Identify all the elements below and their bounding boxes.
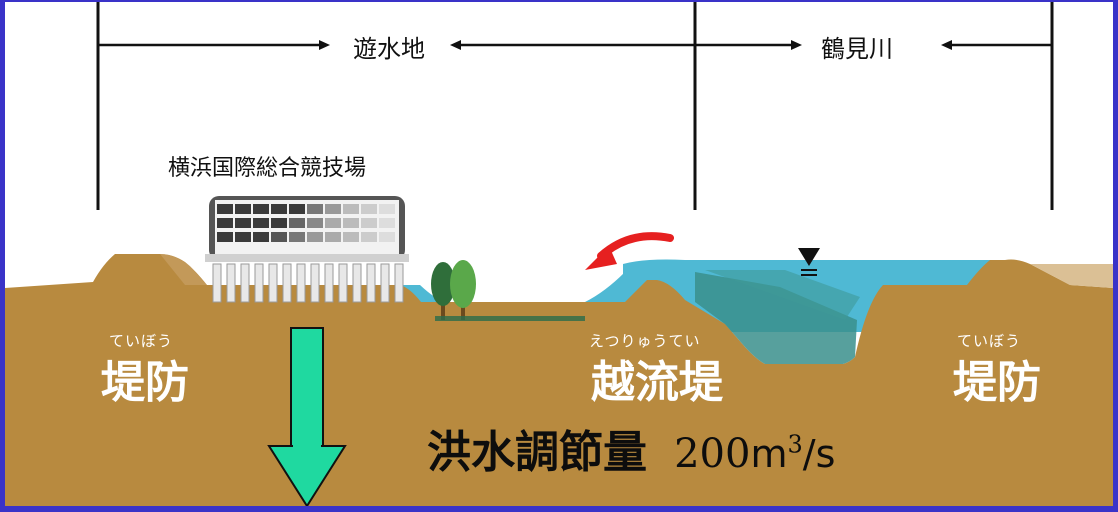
trees-icon bbox=[431, 260, 585, 321]
stadium-building-icon bbox=[205, 196, 409, 303]
diagram-canvas: 遊水地 鶴見川 横浜国際総合競技場 ていぼう 堤防 えつりゅうてい 越流堤 てい… bbox=[5, 2, 1113, 506]
right-embankment-label: 堤防 bbox=[953, 357, 1041, 408]
span-arrowhead-basin-left bbox=[319, 40, 330, 50]
retention-basin-label: 遊水地 bbox=[349, 29, 429, 64]
flood-control-amount: 洪水調節量 200m3/s bbox=[427, 416, 835, 480]
weir-label: 越流堤 bbox=[591, 357, 723, 408]
river-channel-dark-2 bbox=[705, 270, 860, 320]
right-embankment-ruby: ていぼう bbox=[957, 332, 1022, 350]
river-channel-dark bbox=[695, 272, 857, 364]
left-embankment-ruby: ていぼう bbox=[109, 332, 174, 350]
span-arrowhead-basin-right bbox=[450, 40, 461, 50]
left-embankment-label: 堤防 bbox=[101, 357, 189, 408]
flood-control-label: 洪水調節量 bbox=[427, 427, 647, 478]
weir-ruby: えつりゅうてい bbox=[589, 332, 701, 350]
ground-shade-right bbox=[1030, 264, 1113, 288]
span-arrowhead-river-right bbox=[941, 40, 952, 50]
ground-shade-left bbox=[160, 254, 207, 285]
cross-section-drawing bbox=[5, 2, 1113, 506]
span-arrowhead-river-left bbox=[791, 40, 802, 50]
river-label: 鶴見川 bbox=[817, 29, 897, 64]
infiltration-arrow-icon bbox=[267, 327, 347, 506]
stadium-label: 横浜国際総合競技場 bbox=[168, 156, 367, 181]
water-level-marker-icon bbox=[798, 248, 820, 266]
ground-profile bbox=[5, 254, 1113, 506]
flood-control-value: 200m3/s bbox=[674, 430, 836, 477]
